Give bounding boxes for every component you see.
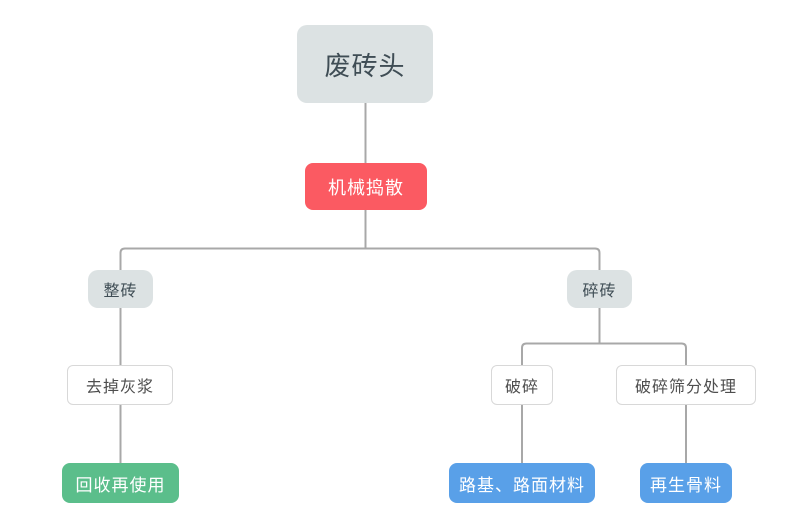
node-whole-brick: 整砖 [88, 270, 153, 308]
node-road-material-label: 路基、路面材料 [459, 475, 585, 495]
node-waste-brick: 废砖头 [297, 25, 433, 103]
node-crush: 破碎 [491, 365, 553, 405]
node-broken-brick: 碎砖 [567, 270, 632, 308]
node-remove-mortar-label: 去掉灰浆 [85, 379, 154, 396]
node-whole-brick-label: 整砖 [103, 283, 138, 300]
node-recycle-reuse-label: 回收再使用 [75, 475, 166, 495]
node-recycled-aggregate-label: 再生骨料 [650, 475, 722, 495]
edge-broken-fork [521, 342, 687, 365]
node-waste-brick-label: 废砖头 [324, 50, 406, 81]
edge-process-fork [119, 247, 601, 270]
node-recycle-reuse: 回收再使用 [62, 463, 179, 503]
node-broken-brick-label: 碎砖 [582, 283, 617, 300]
node-crush-screen-label: 破碎筛分处理 [634, 379, 737, 396]
node-crush-label: 破碎 [504, 379, 539, 396]
node-recycled-aggregate: 再生骨料 [640, 463, 732, 503]
node-crush-screen: 破碎筛分处理 [616, 365, 756, 405]
node-mechanical-break-label: 机械捣散 [328, 177, 404, 198]
node-mechanical-break: 机械捣散 [305, 163, 427, 210]
node-remove-mortar: 去掉灰浆 [67, 365, 173, 405]
node-road-material: 路基、路面材料 [449, 463, 595, 503]
